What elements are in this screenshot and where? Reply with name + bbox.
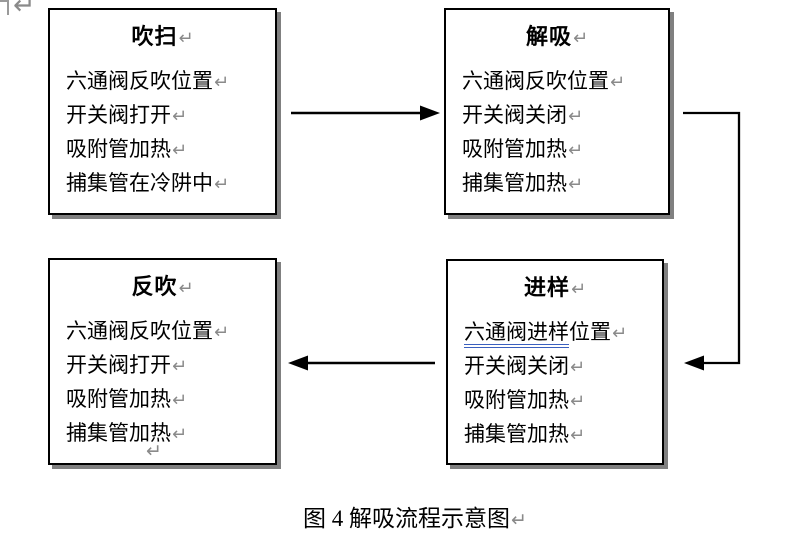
- box-content: 六通阀反吹位置↵ 开关阀关闭↵ 吸附管加热↵ 捕集管加热↵: [462, 65, 668, 201]
- line-text: 吸附管加热: [464, 388, 569, 412]
- box-line: 捕集管加热↵: [66, 417, 275, 451]
- paragraph-mark: ↵: [570, 391, 586, 412]
- paragraph-mark: ↵: [568, 106, 584, 127]
- box-title: 解吸↵: [446, 24, 668, 52]
- paragraph-mark: ↵: [172, 424, 188, 445]
- paragraph-mark: ↵: [178, 28, 194, 49]
- box-line: 捕集管在冷阱中↵: [66, 167, 275, 201]
- line-text: 捕集管加热: [462, 171, 567, 195]
- line-text: 捕集管在冷阱中: [66, 171, 213, 195]
- line-text: 捕集管加热: [464, 422, 569, 446]
- box-line: 开关阀关闭↵: [464, 350, 662, 384]
- box-line: 吸附管加热↵: [464, 384, 662, 418]
- line-text-underlined: 六通阀进样: [464, 320, 569, 348]
- box-line: 吸附管加热↵: [66, 383, 275, 417]
- line-text: 吸附管加热: [462, 137, 567, 161]
- box-line: 捕集管加热↵: [462, 167, 668, 201]
- paragraph-mark: ↵: [214, 322, 230, 343]
- paragraph-mark: ↵: [178, 278, 194, 299]
- paragraph-mark: ↵: [13, 0, 36, 21]
- box-title: 吹扫↵: [50, 24, 275, 52]
- box-title: 反吹↵: [50, 274, 275, 302]
- figure-caption: 图 4 解吸流程示意图↵: [12, 499, 806, 533]
- flow-box-desorb: 解吸↵ 六通阀反吹位置↵ 开关阀关闭↵ 吸附管加热↵ 捕集管加热↵: [444, 8, 670, 215]
- paragraph-mark: ↵: [570, 425, 586, 446]
- line-text: 六通阀反吹位置: [66, 319, 213, 343]
- box-line: 吸附管加热↵: [462, 133, 668, 167]
- line-text: 开关阀打开: [66, 103, 171, 127]
- paragraph-mark: ↵: [612, 323, 628, 344]
- box-content: 六通阀反吹位置↵ 开关阀打开↵ 吸附管加热↵ 捕集管在冷阱中↵: [66, 65, 275, 201]
- flow-box-inject: 进样↵ 六通阀进样位置↵ 开关阀关闭↵ 吸附管加热↵ 捕集管加热↵: [446, 259, 664, 465]
- paragraph-mark: ↵: [568, 174, 584, 195]
- line-text: 六通阀反吹位置: [66, 69, 213, 93]
- box-title-text: 进样: [523, 275, 570, 300]
- box-line: 六通阀反吹位置↵: [66, 315, 275, 349]
- line-text: 捕集管加热: [66, 421, 171, 445]
- arrow-inject-to-backflush: [288, 355, 435, 371]
- paragraph-mark: ↵: [214, 174, 230, 195]
- paragraph-mark: ↵: [172, 106, 188, 127]
- box-title-text: 反吹: [131, 274, 178, 299]
- paragraph-mark: ↵: [172, 356, 188, 377]
- box-title-text: 解吸: [525, 24, 572, 49]
- arrow-desorb-to-inject: [683, 111, 741, 371]
- paragraph-mark: ↵: [570, 357, 586, 378]
- text-boundary-corner-mark: [0, 0, 9, 15]
- paragraph-mark: ↵: [511, 509, 527, 531]
- paragraph-mark: ↵: [570, 279, 587, 300]
- line-text: 吸附管加热: [66, 137, 171, 161]
- line-text: 开关阀关闭: [464, 354, 569, 378]
- line-text: 六通阀反吹位置: [462, 69, 609, 93]
- box-line: 六通阀反吹位置↵: [462, 65, 668, 99]
- box-title-text: 吹扫: [131, 24, 178, 49]
- box-content: 六通阀反吹位置↵ 开关阀打开↵ 吸附管加热↵ 捕集管加热↵: [66, 315, 275, 451]
- box-line: 六通阀进样位置↵: [464, 316, 662, 350]
- paragraph-mark: ↵: [568, 140, 584, 161]
- paragraph-mark: ↵: [172, 390, 188, 411]
- paragraph-mark: ↵: [172, 140, 188, 161]
- line-text: 位置: [569, 320, 611, 344]
- box-line: 开关阀打开↵: [66, 349, 275, 383]
- paragraph-mark: ↵: [214, 72, 230, 93]
- flow-box-purge: 吹扫↵ 六通阀反吹位置↵ 开关阀打开↵ 吸附管加热↵ 捕集管在冷阱中↵: [48, 8, 277, 215]
- figure-caption-text: 图 4 解吸流程示意图: [303, 506, 511, 531]
- box-line: 开关阀打开↵: [66, 99, 275, 133]
- paragraph-mark: ↵: [146, 440, 162, 462]
- paragraph-mark: ↵: [610, 72, 626, 93]
- line-text: 吸附管加热: [66, 387, 171, 411]
- box-line: 六通阀反吹位置↵: [66, 65, 275, 99]
- paragraph-mark: ↵: [572, 28, 589, 49]
- box-line: 开关阀关闭↵: [462, 99, 668, 133]
- box-line: 吸附管加热↵: [66, 133, 275, 167]
- line-text: 开关阀打开: [66, 353, 171, 377]
- box-line: 捕集管加热↵: [464, 418, 662, 452]
- line-text: 开关阀关闭: [462, 103, 567, 127]
- box-title: 进样↵: [448, 275, 662, 303]
- box-content: 六通阀进样位置↵ 开关阀关闭↵ 吸附管加热↵ 捕集管加热↵: [464, 316, 662, 452]
- arrow-purge-to-desorb: [291, 105, 440, 121]
- flow-box-backflush: 反吹↵ 六通阀反吹位置↵ 开关阀打开↵ 吸附管加热↵ 捕集管加热↵ ↵: [48, 258, 277, 465]
